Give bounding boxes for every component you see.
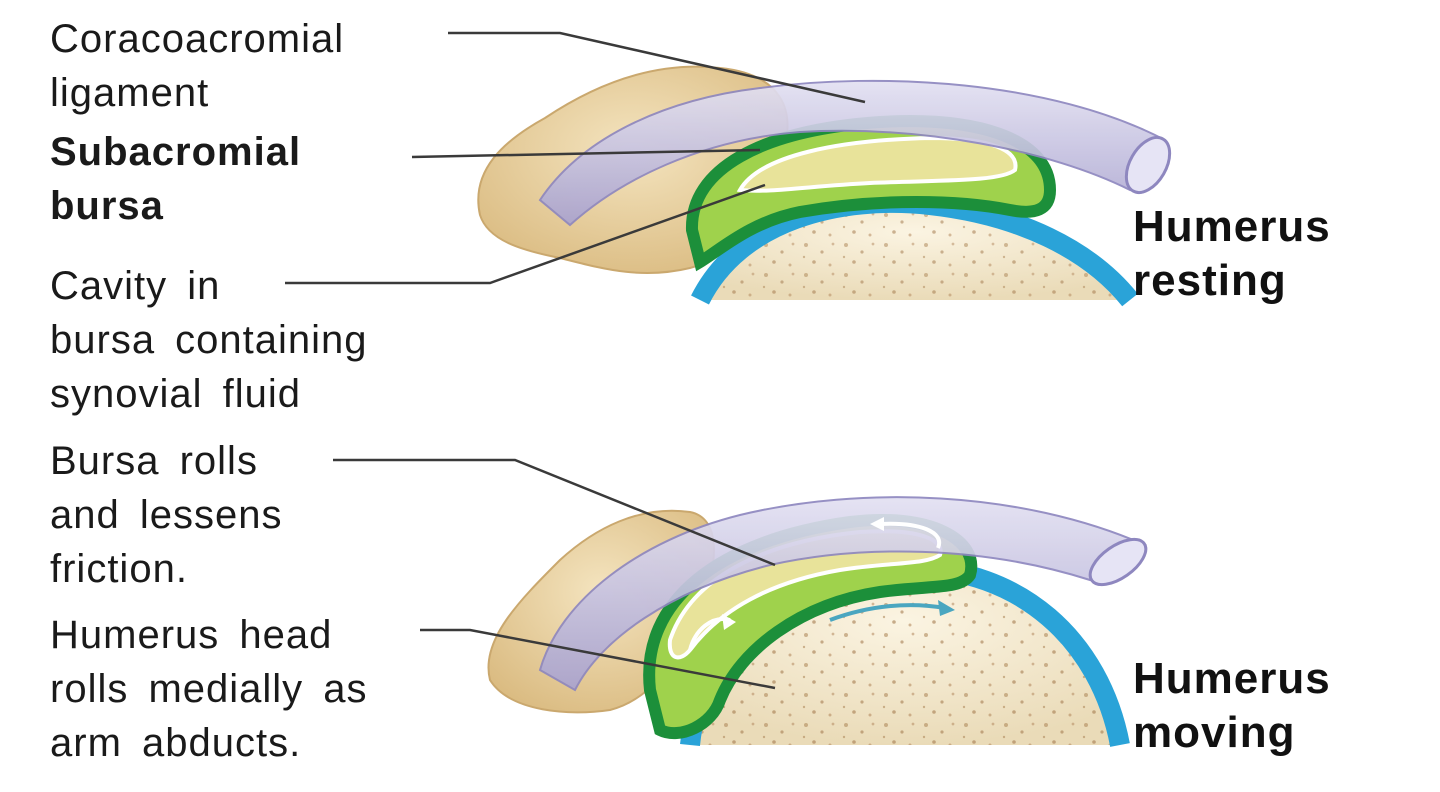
label-humerus-head: Humerus head rolls medially as arm abduc… — [50, 608, 368, 770]
ligament-cut-end-bottom — [1088, 537, 1148, 587]
ligament-cut-end-top — [1124, 136, 1172, 194]
state-line: resting — [1133, 256, 1287, 305]
label-line: Subacromial — [50, 130, 302, 174]
moving-illustration — [487, 496, 1148, 747]
bursa-roll-arrow-bottom — [688, 614, 736, 651]
label-line: and lessens — [50, 493, 283, 537]
label-subacromial-bursa: Subacromial bursa — [50, 125, 301, 233]
humerus-motion-arrow — [829, 600, 955, 622]
leader-bursa-rolls — [333, 458, 776, 567]
label-line: bursa — [50, 184, 164, 228]
bursa-cavity-top — [736, 135, 1018, 193]
label-line: Coracoacromial — [50, 17, 345, 61]
label-line: ligament — [50, 71, 210, 115]
bursa-roll-arrow-top — [870, 517, 942, 549]
label-line: arm abducts. — [50, 721, 302, 765]
label-line: rolls medially as — [50, 667, 368, 711]
state-humerus-resting: Humerus resting — [1133, 200, 1331, 308]
label-bursa-cavity: Cavity in bursa containing synovial flui… — [50, 259, 368, 421]
state-line: Humerus — [1133, 202, 1331, 251]
state-humerus-moving: Humerus moving — [1133, 652, 1331, 760]
label-line: Bursa rolls — [50, 439, 258, 483]
label-line: Humerus head — [50, 613, 333, 657]
leader-lines — [285, 31, 866, 690]
label-coracoacromial-ligament: Coracoacromial ligament — [50, 12, 344, 120]
label-line: bursa containing — [50, 318, 368, 362]
label-line: synovial fluid — [50, 372, 302, 416]
label-line: Cavity in — [50, 264, 221, 308]
leader-cavity — [285, 183, 766, 285]
leader-humerus-head — [420, 628, 776, 690]
leader-subacromial — [411, 148, 761, 159]
label-line: friction. — [50, 547, 188, 591]
leader-coracoacromial — [448, 31, 866, 104]
label-bursa-rolls: Bursa rolls and lessens friction. — [50, 434, 282, 596]
resting-illustration — [477, 65, 1172, 307]
state-line: moving — [1133, 708, 1296, 757]
state-line: Humerus — [1133, 654, 1331, 703]
